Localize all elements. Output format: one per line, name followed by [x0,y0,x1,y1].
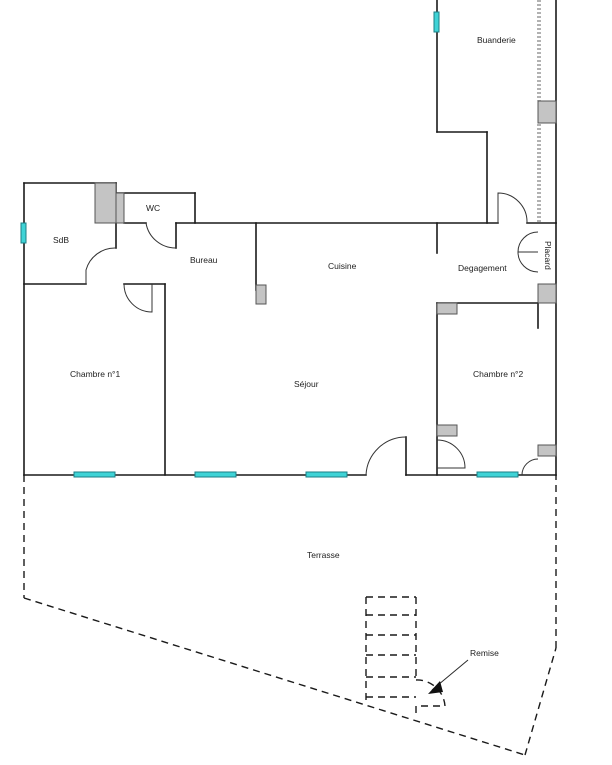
label-cuisine: Cuisine [328,261,357,271]
terrace-outline [23,475,557,756]
windows [20,11,519,478]
label-sdb: SdB [53,235,69,245]
stairs [365,596,446,716]
label-terrasse: Terrasse [307,550,340,560]
label-degagement: Degagement [458,263,507,273]
label-wc: WC [146,203,160,213]
walls [23,0,557,476]
label-sejour: Séjour [294,379,319,389]
doors [85,192,539,476]
label-remise: Remise [470,648,499,658]
pillars [94,100,557,457]
remise-arrow [428,659,469,694]
label-placard: Placard [543,241,553,270]
label-bureau: Bureau [190,255,218,265]
label-chambre-1: Chambre n°1 [70,369,120,379]
label-buanderie: Buanderie [477,35,516,45]
label-chambre-2: Chambre n°2 [473,369,523,379]
room-labels: Buanderie WC SdB Bureau Cuisine Degageme… [53,35,553,658]
